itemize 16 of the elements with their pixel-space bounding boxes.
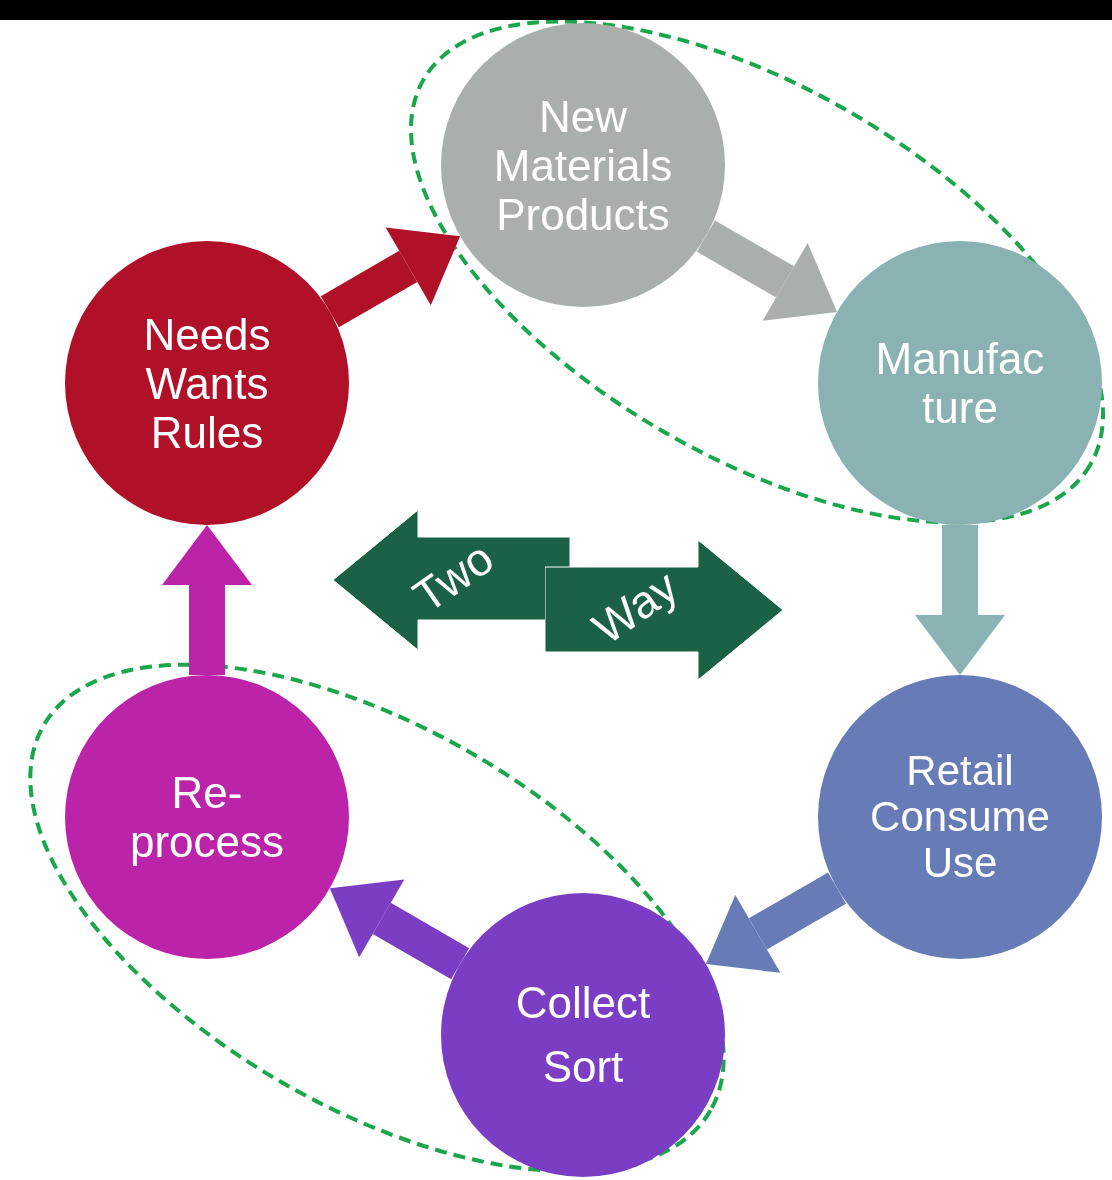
node-label: New Materials Products bbox=[492, 91, 674, 239]
node-label: Needs Wants Rules bbox=[142, 309, 272, 457]
banner-label: Way bbox=[583, 560, 687, 654]
banner-label: Two bbox=[404, 532, 503, 622]
block-arrow bbox=[696, 220, 838, 321]
block-arrow bbox=[162, 525, 252, 675]
node-label: Manufac ture bbox=[874, 334, 1046, 432]
node-label: Retail Consume Use bbox=[869, 748, 1051, 886]
node-label: Re- process bbox=[128, 768, 286, 866]
block-arrow bbox=[329, 879, 470, 980]
block-arrow bbox=[915, 525, 1005, 675]
node-label: Collect Sort bbox=[514, 977, 652, 1093]
block-arrow bbox=[705, 872, 847, 973]
block-arrow bbox=[320, 227, 461, 328]
block-arrow-banner bbox=[545, 540, 783, 680]
top-bar bbox=[0, 0, 1112, 20]
